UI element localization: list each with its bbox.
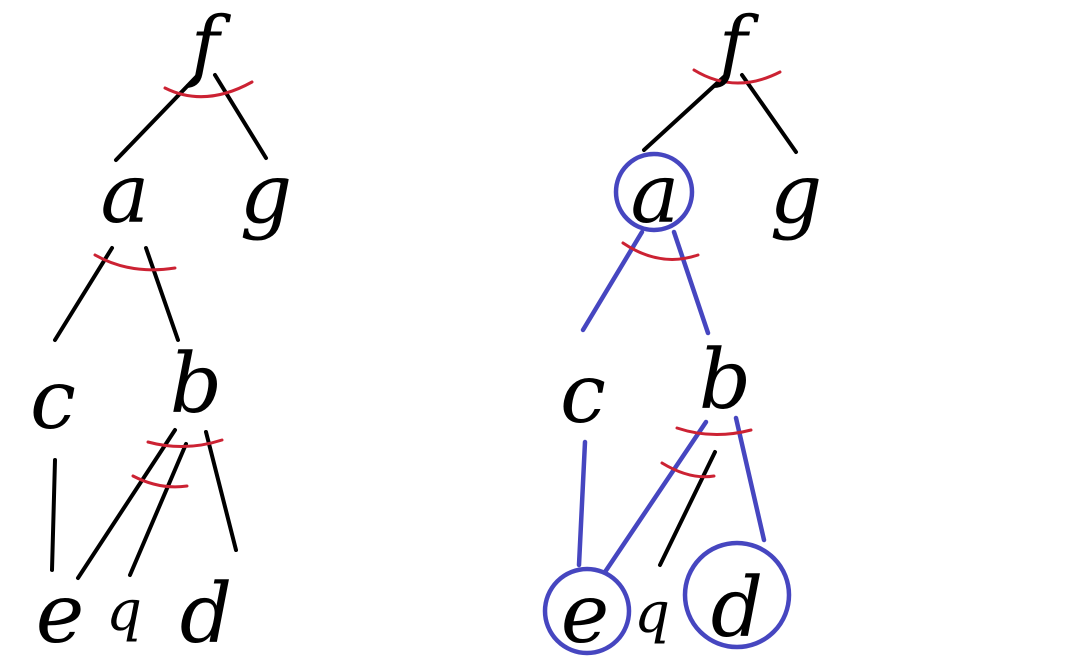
edge-a-b	[671, 229, 711, 336]
edge-b-d	[733, 415, 767, 543]
node-e: e	[561, 567, 610, 662]
node-b: b	[170, 337, 223, 432]
edge-f-g	[740, 73, 798, 154]
edge-f-a	[642, 73, 728, 152]
edge-b-q	[658, 450, 717, 567]
edge-f-a	[114, 73, 200, 162]
and-arc-1	[692, 68, 782, 85]
highlight-circle-e	[542, 566, 632, 656]
and-arc-4	[131, 474, 189, 489]
edge-b-q	[128, 442, 188, 577]
node-f: f	[714, 1, 760, 91]
edge-f-g	[213, 73, 268, 160]
edge-a-c	[53, 246, 114, 342]
edge-c-e	[50, 458, 57, 572]
node-g: g	[240, 147, 293, 242]
and-arc-4	[660, 461, 716, 479]
node-b: b	[699, 333, 752, 428]
and-arc-3	[675, 426, 753, 437]
node-a: a	[101, 147, 150, 242]
node-q: q	[634, 581, 670, 646]
node-a: a	[631, 147, 680, 242]
highlight-circle-d	[682, 540, 792, 650]
and-arc-1	[163, 80, 254, 99]
node-q: q	[106, 579, 142, 644]
edge-b-e	[602, 419, 709, 575]
and-arc-2	[621, 241, 700, 261]
node-g: g	[770, 147, 823, 242]
edge-b-e	[76, 428, 177, 580]
edge-b-d	[204, 430, 238, 552]
and-arc-2	[93, 253, 177, 272]
node-f: f	[186, 1, 232, 91]
edge-a-b	[144, 246, 180, 342]
and-arc-3	[146, 438, 224, 449]
edge-a-c	[580, 229, 645, 333]
highlight-circle-a	[613, 151, 695, 233]
edge-c-e	[576, 439, 588, 568]
node-e: e	[36, 567, 85, 662]
node-c: c	[30, 353, 76, 448]
node-d: d	[711, 561, 764, 656]
node-d: d	[180, 567, 233, 662]
node-c: c	[560, 347, 606, 442]
